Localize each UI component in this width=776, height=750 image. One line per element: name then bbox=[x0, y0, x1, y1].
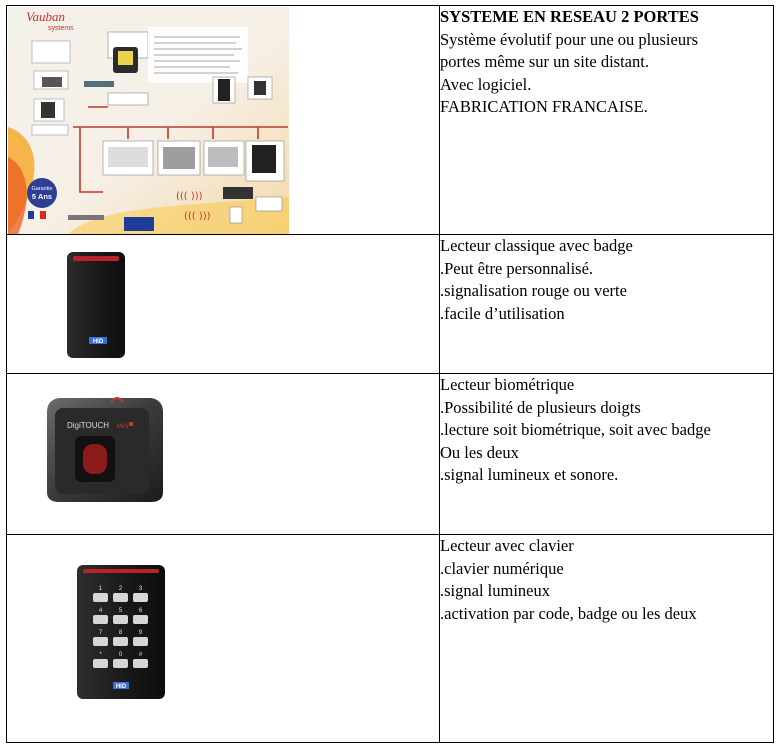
keypad-key-label: # bbox=[139, 652, 143, 658]
description-cell: Lecteur avec clavier .clavier numérique … bbox=[439, 534, 774, 743]
description-line: .signalisation rouge ou verte bbox=[440, 281, 627, 300]
image-cell: 1 2 3 4 5 6 7 8 9 * 0 # HID bbox=[6, 534, 440, 743]
keypad-reader-image: 1 2 3 4 5 6 7 8 9 * 0 # HID bbox=[77, 565, 165, 699]
keypad: 1 2 3 4 5 6 7 8 9 * 0 # bbox=[93, 586, 148, 668]
keypad-key bbox=[133, 659, 148, 668]
image-cell: DigiTOUCH Mini bbox=[6, 373, 440, 535]
product-table: Vauban systems bbox=[6, 5, 774, 743]
keypad-key bbox=[93, 659, 108, 668]
brochure-brand: Vauban bbox=[26, 9, 65, 24]
hid-logo: HID bbox=[93, 339, 104, 345]
table-row: HID Lecteur classique avec badge .Peut ê… bbox=[6, 234, 774, 374]
keypad-key bbox=[133, 615, 148, 624]
device-label: DigiTOUCH bbox=[67, 421, 109, 430]
description-line: .lecture soit biométrique, soit avec bad… bbox=[440, 420, 711, 439]
keypad-key-label: 1 bbox=[99, 586, 103, 592]
keypad-key bbox=[93, 593, 108, 602]
biometric-reader-image: DigiTOUCH Mini bbox=[47, 397, 163, 502]
keypad-key-label: 8 bbox=[119, 630, 123, 636]
keypad-key bbox=[93, 615, 108, 624]
description-line: Lecteur biométrique bbox=[440, 375, 575, 394]
hid-logo: HID bbox=[116, 684, 127, 690]
svg-text:Garantie: Garantie bbox=[31, 186, 52, 192]
network-system-brochure-image: Vauban systems bbox=[8, 7, 289, 234]
description-line: Avec logiciel. bbox=[440, 74, 532, 94]
keypad-key-label: 7 bbox=[99, 630, 103, 636]
description-line: .Peut être personnalisé. bbox=[440, 258, 594, 278]
description-line: Lecteur avec clavier bbox=[440, 536, 574, 555]
description-line: .Possibilité de plusieurs doigts bbox=[440, 397, 641, 417]
keypad-key-label: 4 bbox=[99, 608, 103, 614]
keypad-key bbox=[113, 593, 128, 602]
description-line: .signal lumineux et sonore. bbox=[440, 465, 619, 484]
keypad-key-label: * bbox=[99, 652, 102, 658]
description-line: Ou les deux bbox=[440, 442, 519, 462]
description-cell: SYSTEME EN RESEAU 2 PORTES Système évolu… bbox=[439, 5, 774, 235]
svg-text:5 Ans: 5 Ans bbox=[32, 192, 52, 201]
section-title: SYSTEME EN RESEAU 2 PORTES bbox=[440, 7, 699, 26]
description-line: Système évolutif pour une ou plusieurs bbox=[440, 29, 699, 49]
description-line: .signal lumineux bbox=[440, 581, 550, 600]
table-row: Vauban systems bbox=[6, 5, 774, 235]
keypad-key bbox=[133, 593, 148, 602]
description-cell: Lecteur classique avec badge .Peut être … bbox=[439, 234, 774, 374]
description-line: .activation par code, badge ou les deux bbox=[440, 603, 697, 623]
svg-text:((( ))): ((( ))) bbox=[184, 211, 211, 222]
keypad-key-label: 2 bbox=[119, 586, 123, 592]
description-line: .facile d’utilisation bbox=[440, 303, 565, 323]
description-cell: Lecteur biométrique .Possibilité de plus… bbox=[439, 373, 774, 535]
product-sheet: Vauban systems bbox=[6, 5, 774, 746]
description-line: FABRICATION FRANCAISE. bbox=[440, 97, 648, 116]
keypad-key bbox=[113, 637, 128, 646]
svg-text:((( ))): ((( ))) bbox=[176, 191, 203, 202]
badge-reader-image: HID bbox=[67, 252, 125, 358]
image-cell: Vauban systems bbox=[6, 5, 440, 235]
table-row: DigiTOUCH Mini Lecteur biométrique .Poss… bbox=[6, 373, 774, 535]
image-cell: HID bbox=[6, 234, 440, 374]
description-line: portes même sur un site distant. bbox=[440, 52, 649, 71]
table-row: 1 2 3 4 5 6 7 8 9 * 0 # HID Lecteur avec clavier .c… bbox=[6, 534, 774, 743]
svg-text:Mini: Mini bbox=[117, 424, 128, 430]
keypad-key-label: 9 bbox=[139, 630, 143, 636]
keypad-key-label: 6 bbox=[139, 608, 143, 614]
keypad-key bbox=[93, 637, 108, 646]
keypad-key bbox=[113, 615, 128, 624]
description-line: .clavier numérique bbox=[440, 558, 564, 578]
keypad-key-label: 5 bbox=[119, 608, 123, 614]
keypad-key bbox=[113, 659, 128, 668]
keypad-key-label: 0 bbox=[119, 652, 123, 658]
keypad-key bbox=[133, 637, 148, 646]
keypad-key-label: 3 bbox=[139, 586, 143, 592]
svg-text:systems: systems bbox=[48, 25, 74, 32]
description-line: Lecteur classique avec badge bbox=[440, 236, 633, 255]
